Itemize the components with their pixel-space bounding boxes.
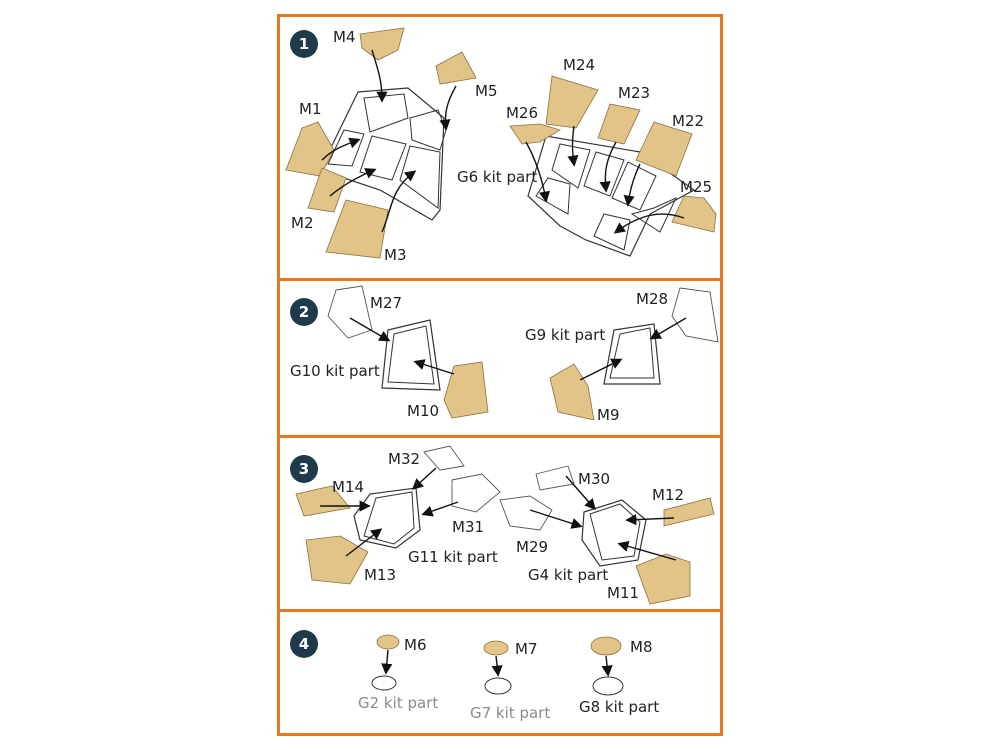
label-g4-kit-part: G4 kit part: [528, 566, 609, 584]
label-g6-kit-part: G6 kit part: [457, 168, 538, 186]
mask-m13: [305, 535, 369, 585]
step-4-badge: 4: [290, 630, 318, 658]
label-g7-kit-part: G7 kit part: [470, 704, 551, 722]
mask-m7: [483, 640, 509, 656]
mask-m14: [295, 485, 351, 517]
mask-m2: [307, 167, 347, 213]
label-m32: M32: [388, 450, 421, 468]
mask-m5: [435, 51, 477, 85]
label-g11-kit-part: G11 kit part: [408, 548, 498, 566]
label-m31: M31: [452, 518, 485, 536]
step1-right-arrows: [525, 125, 685, 234]
label-m4: M4: [333, 28, 356, 46]
step1-left-arrows: [321, 49, 457, 233]
mask-m9: [549, 363, 595, 421]
mask-m1: [285, 121, 335, 177]
label-m1: M1: [299, 100, 322, 118]
label-m30: M30: [578, 470, 611, 488]
label-m24: M24: [563, 56, 596, 74]
label-g8-kit-part: G8 kit part: [579, 698, 660, 716]
label-m5: M5: [475, 82, 498, 100]
label-m2: M2: [291, 214, 314, 232]
step1-right-masks: [509, 75, 717, 233]
mask-m31: [451, 473, 501, 513]
mask-m29: [499, 495, 553, 531]
label-m29: M29: [516, 538, 549, 556]
label-m6: M6: [404, 636, 427, 654]
mask-m30: [535, 465, 575, 491]
mask-m6: [376, 634, 400, 650]
label-m7: M7: [515, 640, 538, 658]
step2-right-frame: [603, 323, 661, 385]
mask-m28: [671, 287, 719, 343]
mask-m11: [635, 553, 691, 605]
mask-m26: [509, 123, 561, 145]
mask-m27: [327, 285, 373, 339]
step3-left-frame: [353, 487, 421, 549]
mask-m4: [359, 27, 405, 61]
step2-left-frame: [381, 319, 441, 391]
label-m13: M13: [364, 566, 397, 584]
mask-m10: [443, 361, 489, 419]
mask-m25: [671, 195, 717, 233]
label-m10: M10: [407, 402, 440, 420]
mask-m22: [635, 121, 693, 177]
label-m26: M26: [506, 104, 539, 122]
label-m22: M22: [672, 112, 705, 130]
label-m23: M23: [618, 84, 651, 102]
step-1-badge: 1: [290, 30, 318, 58]
label-g9-kit-part: G9 kit part: [525, 326, 606, 344]
mask-m12: [663, 497, 715, 527]
label-m14: M14: [332, 478, 365, 496]
label-m25: M25: [680, 178, 713, 196]
step-2-badge: 2: [290, 298, 318, 326]
step3-right-frame: [581, 499, 647, 567]
label-m28: M28: [636, 290, 669, 308]
label-m27: M27: [370, 294, 403, 312]
label-m8: M8: [630, 638, 653, 656]
mask-m32: [423, 445, 465, 471]
label-m11: M11: [607, 584, 640, 602]
mask-m24: [545, 75, 599, 129]
step1-left-canopy-frame: [319, 87, 447, 221]
mask-m23: [597, 103, 641, 145]
label-g2-kit-part: G2 kit part: [358, 694, 439, 712]
step1-left-masks: [285, 27, 477, 259]
label-m9: M9: [597, 406, 620, 424]
label-m3: M3: [384, 246, 407, 264]
step-3-badge: 3: [290, 455, 318, 483]
label-g10-kit-part: G10 kit part: [290, 362, 380, 380]
mask-m8: [590, 636, 622, 656]
mask-m3: [325, 199, 389, 259]
label-m12: M12: [652, 486, 685, 504]
